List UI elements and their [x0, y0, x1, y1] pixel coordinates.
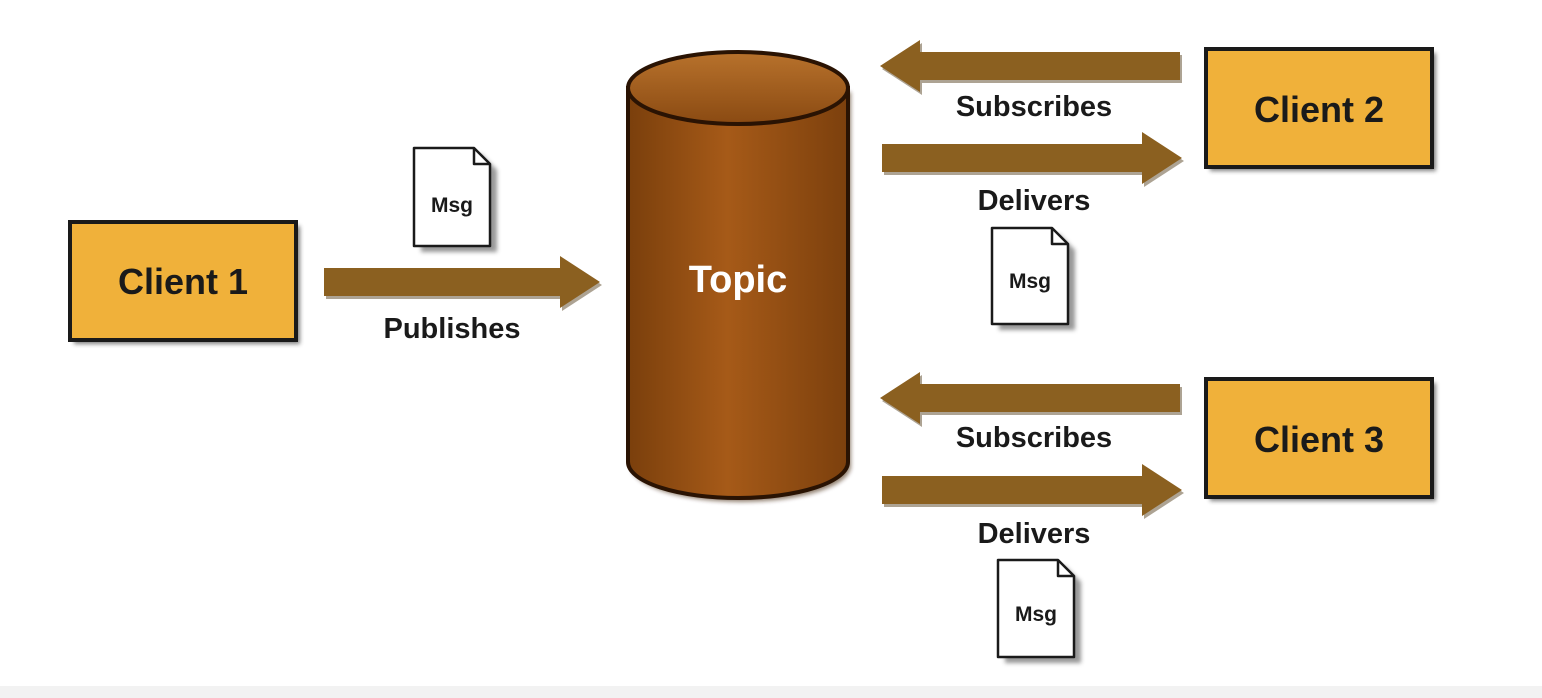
client1-node: Client 1: [68, 220, 300, 344]
client3-subscribe-arrow: [880, 372, 1182, 427]
published-msg-document: Msg: [412, 146, 497, 252]
client3-node: Client 3: [1204, 377, 1436, 501]
bottom-bar: [0, 686, 1542, 698]
topic-label: Topic: [689, 259, 788, 301]
client2-box: [1204, 47, 1434, 169]
topic-cylinder: Topic: [626, 50, 851, 502]
client2-label: Client 2: [1254, 89, 1384, 130]
client3-box: [1204, 377, 1434, 499]
client1-box: [68, 220, 298, 342]
client2-msg-document: Msg: [990, 226, 1075, 330]
publishes-label: Publishes: [384, 313, 521, 345]
published-msg-label: Msg: [431, 194, 473, 217]
client2-subscribe-arrow: [880, 40, 1182, 95]
client2-delivers-label: Delivers: [978, 185, 1091, 217]
client1-label: Client 1: [118, 261, 248, 302]
client3-label: Client 3: [1254, 419, 1384, 460]
client3-subscribes-label: Subscribes: [956, 422, 1112, 454]
publish-arrow: [324, 256, 602, 311]
client2-subscribes-label: Subscribes: [956, 91, 1112, 123]
topic-cylinder-body: [626, 86, 850, 500]
client3-deliver-arrow: [882, 464, 1184, 519]
client2-msg-label: Msg: [1009, 270, 1051, 293]
client2-node: Client 2: [1204, 47, 1436, 171]
client3-msg-label: Msg: [1015, 603, 1057, 626]
topic-cylinder-top: [626, 50, 850, 126]
client2-deliver-arrow: [882, 132, 1184, 187]
client3-msg-document: Msg: [996, 558, 1081, 663]
client3-delivers-label: Delivers: [978, 518, 1091, 550]
